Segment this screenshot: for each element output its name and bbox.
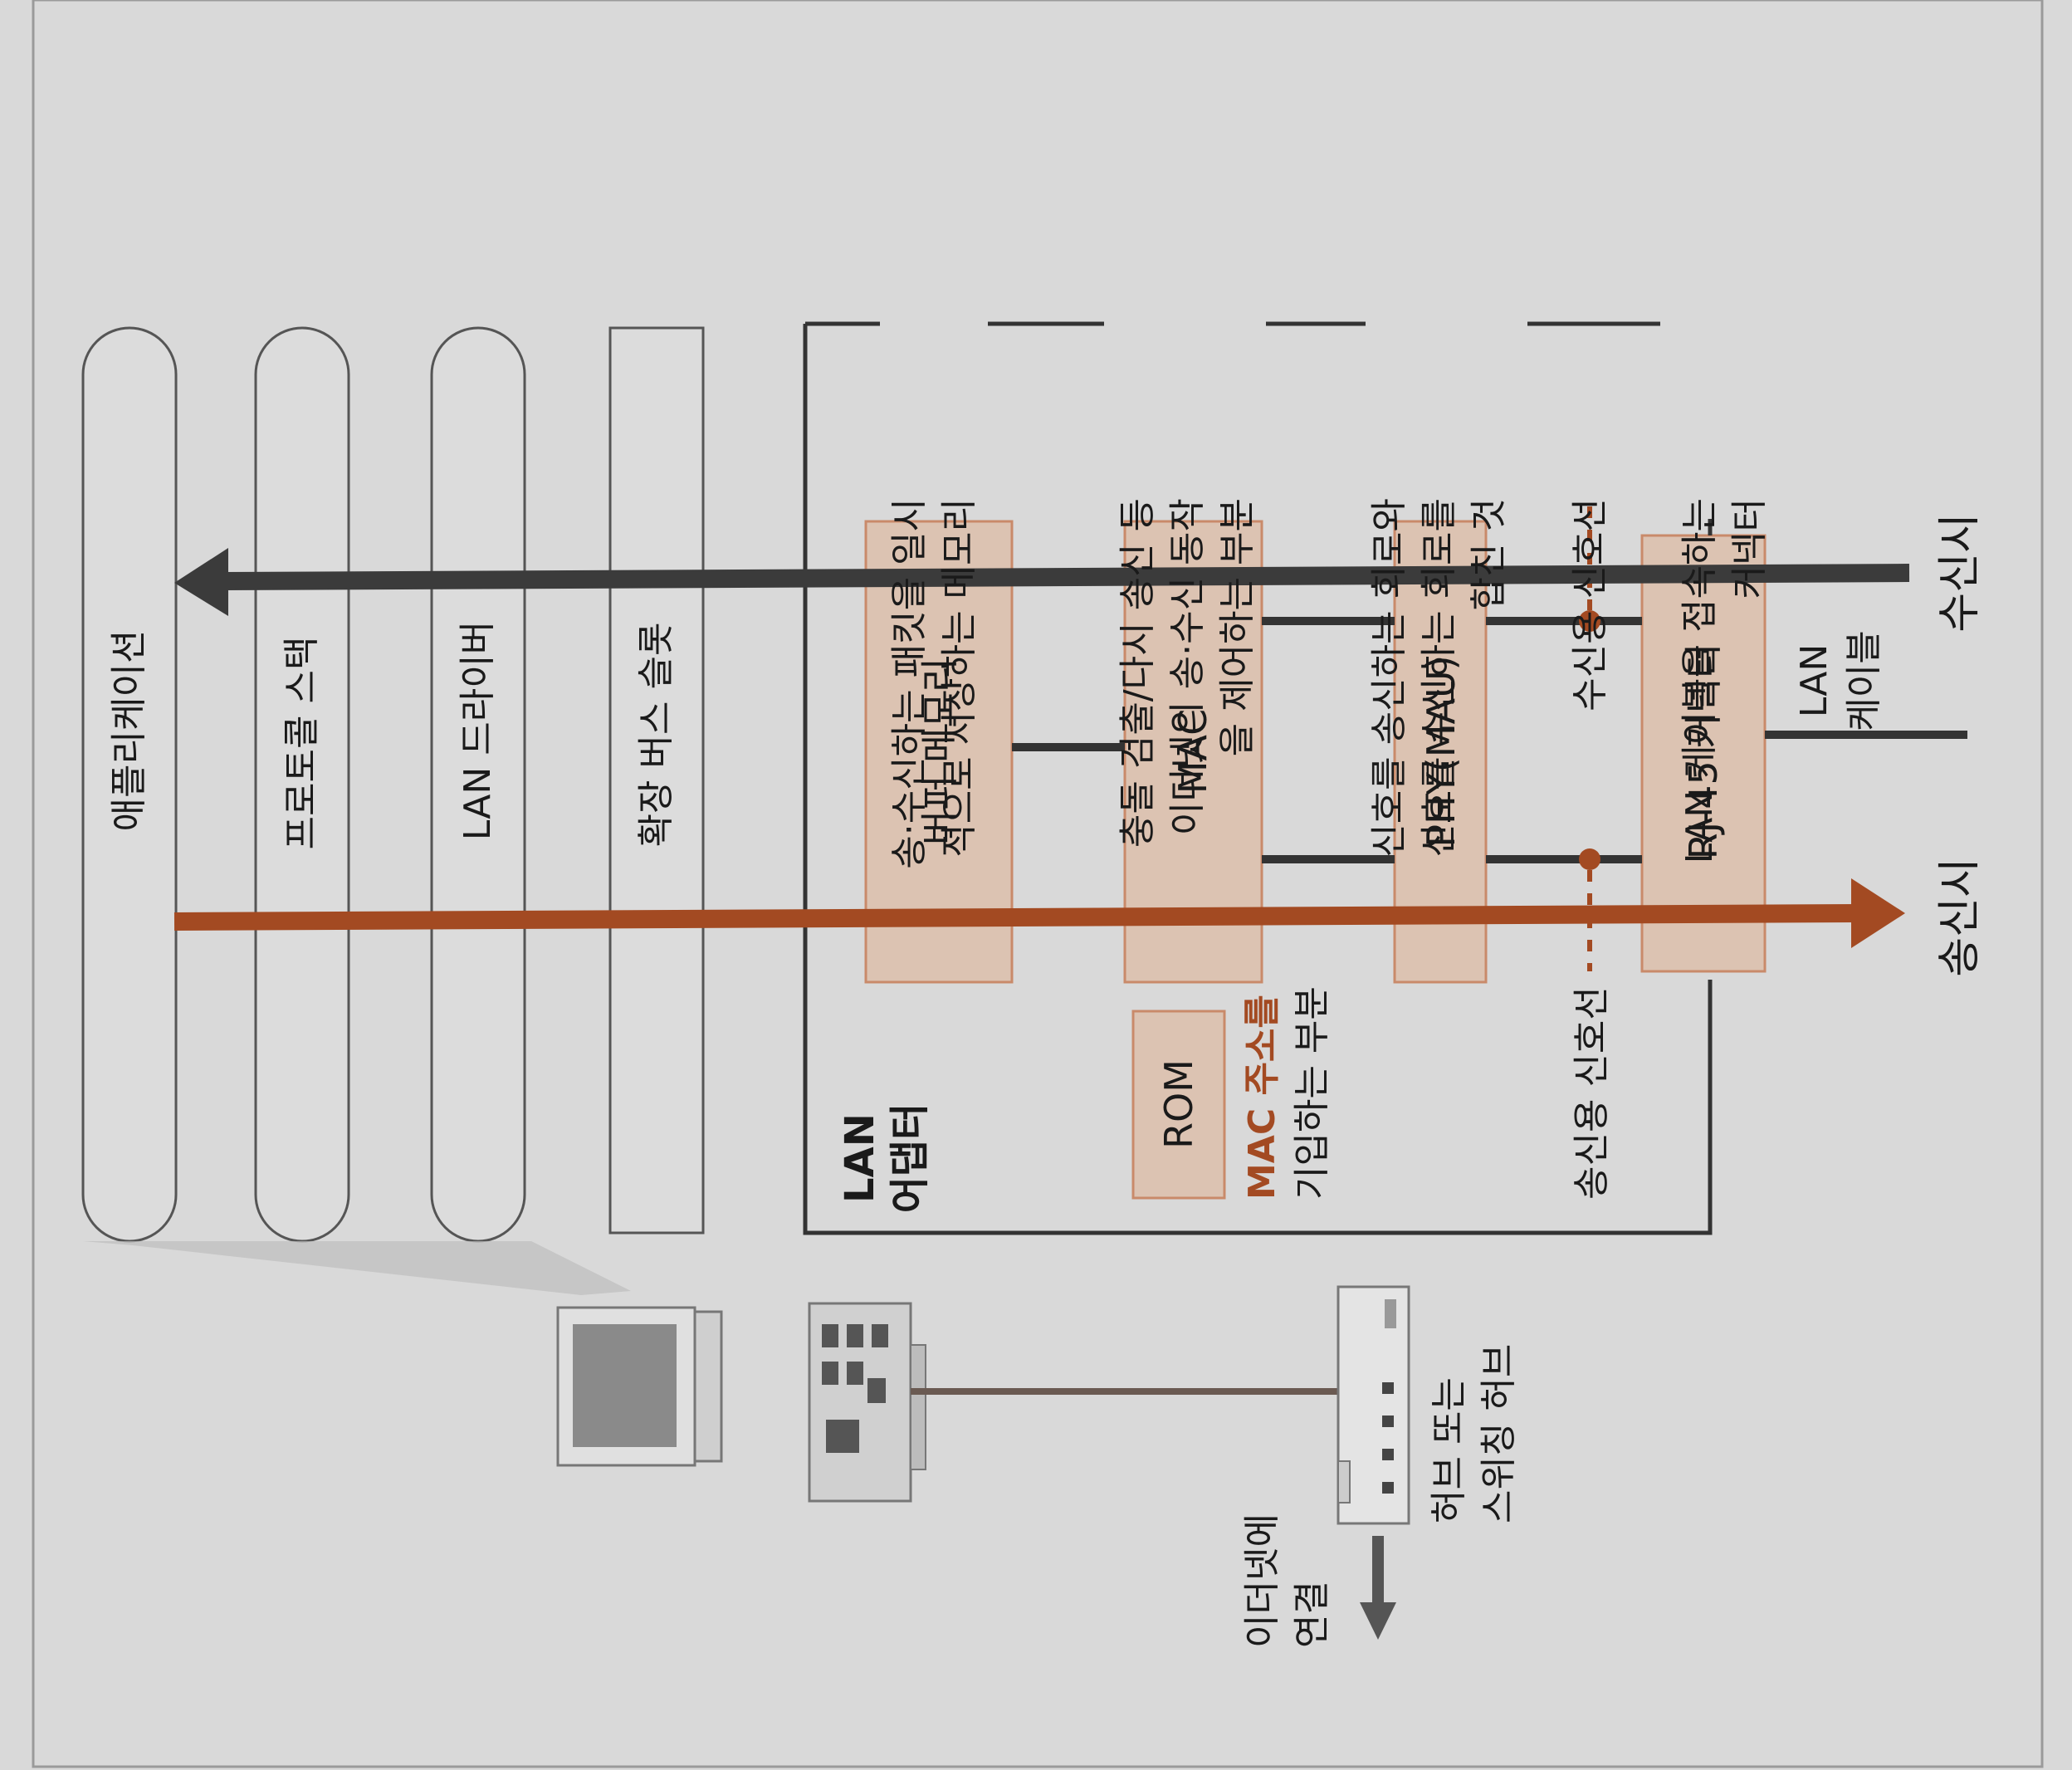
rj45-annotation-1: LAN 케이블을 접속하는	[1679, 498, 1721, 863]
layer-expansion-slot-label: 확장 버스 슬롯	[635, 623, 677, 848]
rx-line-annotation: 수신용 신호선	[1569, 498, 1611, 711]
phy-block	[1393, 520, 1488, 984]
send-arrow-head	[1851, 878, 1905, 948]
send-direction-label: 송신시	[1935, 858, 1985, 977]
mac-block	[1123, 520, 1263, 984]
hub-label-2: 스위칭 허브	[1478, 1344, 1520, 1523]
adapter-title-line1: LAN	[837, 1113, 883, 1203]
rom-block	[1131, 1010, 1226, 1200]
lan-cable-label-1: LAN	[1793, 644, 1835, 718]
ethernet-label-2: 연결	[1291, 1581, 1333, 1648]
tx-line-dot	[1579, 848, 1600, 870]
phy-annotation-3: 합친 것	[1468, 498, 1510, 610]
phy-label: PHY(MAU)	[1419, 655, 1464, 847]
rx-line-dot	[1579, 610, 1600, 632]
phy-annotation-1: 신호를 송신하는 회로와	[1368, 498, 1410, 858]
zoom-funnel	[83, 1241, 631, 1295]
buffer-memory-label: 버퍼 메모리	[917, 658, 962, 845]
send-arrow-shaft	[173, 904, 1860, 931]
hub-label-1: 허브 또는	[1428, 1377, 1470, 1523]
buffer-memory-block	[864, 520, 1014, 984]
buffer-annotation-1: 송·수신하는 패킷을 일시	[888, 498, 931, 869]
mac-annotation-1: 충돌 검출/다시 송신 등	[1117, 498, 1159, 848]
mac-annotation-2: 이더넷의 송·수신 동작	[1166, 498, 1209, 835]
rom-annotation-highlight: MAC 주소를	[1241, 995, 1283, 1200]
lan-adapter-outline	[803, 321, 1713, 1235]
mac-annotation-3: 을 제어하는 부분	[1216, 498, 1258, 756]
lan-card-icon	[808, 1302, 926, 1503]
adapter-title-line2: 어댑터	[887, 1103, 933, 1213]
layer-lan-driver-label: LAN 드라이버	[457, 621, 499, 840]
rj45-label: RJ-45 커넥터	[1681, 643, 1726, 860]
receive-arrow-shaft	[223, 564, 1910, 590]
lan-cable-label-2: 케이블	[1843, 630, 1885, 731]
pc-icon	[556, 1306, 723, 1467]
rom-annotation-rest: 기입하는 부분	[1291, 986, 1333, 1200]
receive-direction-label: 수신시	[1935, 513, 1985, 633]
ethernet-label-1: 이더넷에	[1241, 1513, 1283, 1648]
rom-label: ROM	[1156, 1059, 1201, 1149]
buffer-annotation-2: 적으로 저장하는 메모리	[938, 498, 980, 858]
layer-protocol-stack-label: 프로토콜 스택	[281, 637, 323, 850]
page-border	[32, 0, 2044, 1768]
tx-line-annotation: 송신용 신호선	[1571, 986, 1613, 1200]
layer-expansion-slot	[608, 326, 705, 1235]
rj45-annotation-2: 커넥터	[1728, 498, 1771, 599]
layer-application-label: 애플리케이션	[108, 630, 150, 832]
rj45-block	[1640, 534, 1767, 973]
hub-icon	[1337, 1285, 1410, 1525]
receive-arrow-head	[174, 548, 228, 616]
mac-label: MAC	[1170, 709, 1215, 794]
ethernet-arrow-head	[1360, 1602, 1396, 1640]
phy-annotation-2: 신호를 수신하는 회로를	[1418, 498, 1460, 858]
